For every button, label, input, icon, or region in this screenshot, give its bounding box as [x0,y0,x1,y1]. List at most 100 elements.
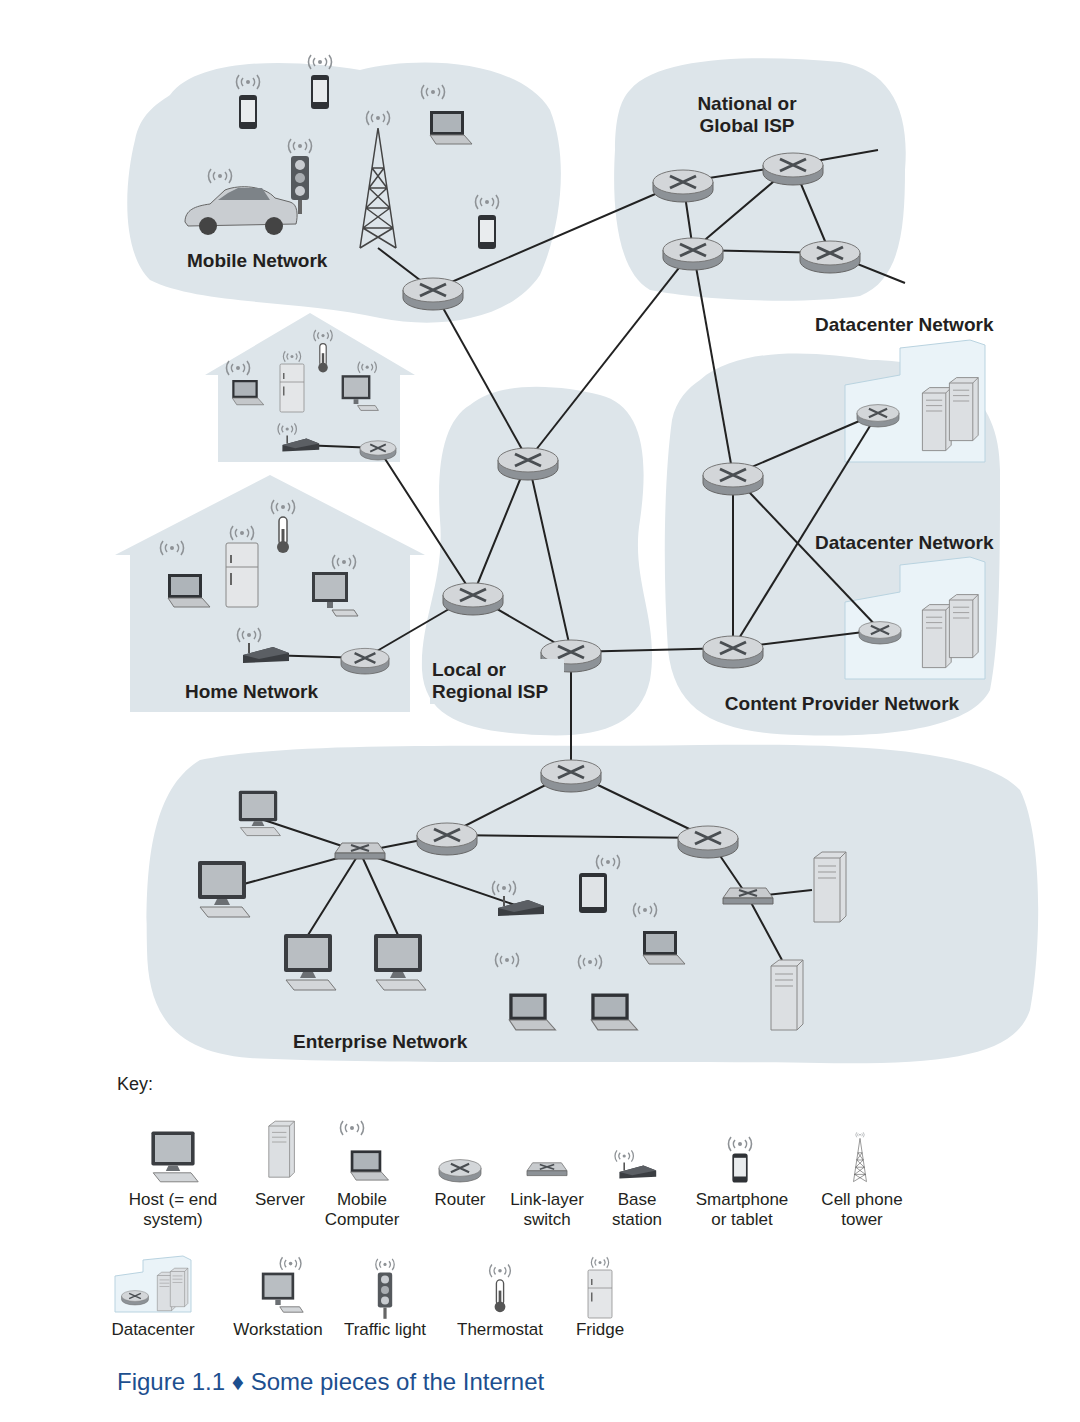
region-shape [127,63,561,323]
laptop-icon [430,111,472,144]
router-icon [341,648,389,674]
legend-text: Base station [604,1190,670,1229]
laptop-icon [591,994,637,1030]
label-holder: Key: [117,1074,153,1095]
router-icon [678,826,738,858]
region-outline [130,55,560,330]
network-label: Mobile Network [185,250,329,272]
network-link [733,413,878,648]
figure-caption: Figure 1.1 ♦ Some pieces of the Internet [117,1368,544,1396]
router-icon [417,823,477,855]
legend-text: Thermostat [457,1320,543,1340]
laptop-icon [168,574,210,607]
wireless-icon [495,953,518,967]
base-station-icon [615,1150,656,1178]
host-icon [374,934,426,990]
network-link [570,652,572,772]
network-link [733,475,880,630]
region-shape [845,557,985,679]
host-icon [284,934,336,990]
network-label: Content Provider Network [723,693,961,715]
datacenter-box: Datacenter Network [805,302,1022,467]
wireless-icon [308,55,331,69]
fridge-icon [226,526,258,607]
router-icon [663,238,723,270]
base-station-icon [237,628,289,663]
network-link [693,250,733,475]
legend-text: Link-layer switch [500,1190,595,1229]
tablet-icon [579,873,607,913]
host-icon [198,861,250,917]
traffic-light-icon [376,1259,394,1319]
network-link [433,182,683,290]
router-icon [859,622,901,644]
region-shape [422,387,652,736]
label-holder: Enterprise Network [291,1031,506,1053]
legend-item: Fridge [565,1320,635,1340]
switch-icon [527,1163,567,1176]
legend-text: Server [255,1190,305,1210]
smartphone-icon [311,75,329,109]
region-outline [143,738,1048,1068]
smartphone-icon [478,215,496,249]
legend-text: Traffic light [344,1320,426,1340]
wireless-icon [236,75,259,89]
host-icon [239,791,281,836]
legend-text: Router [434,1190,485,1210]
workstation-icon [312,555,358,616]
wireless-icon [421,85,444,99]
wireless-icon [728,1137,751,1151]
server-icon [949,595,978,658]
laptop-icon [351,1150,389,1180]
network-link [365,595,473,658]
wireless-icon [633,903,656,917]
smartphone-icon [732,1154,747,1183]
router-icon [541,640,601,672]
network-region: Datacenter NetworkDatacenter NetworkCont… [662,340,1022,740]
label-holder: Local or Regional ISP [430,659,564,704]
legend-text: Fridge [576,1320,624,1340]
router-icon [800,241,860,273]
legend-item: Smartphone or tablet [692,1190,792,1229]
router-icon [439,1160,481,1182]
region-shape [115,475,425,712]
label-holder: Content Provider Network [702,693,982,715]
router-icon [443,583,503,615]
network-region: Enterprise Network [143,738,1048,1068]
router-icon [703,636,763,668]
legend-text: Smartphone or tablet [692,1190,792,1229]
network-link [733,630,880,648]
legend-item: Workstation [226,1320,331,1340]
router-icon [763,153,823,185]
region-outline [113,470,428,715]
network-link [528,250,693,460]
router-icon [857,405,899,427]
wireless-icon [160,541,183,555]
network-link [222,150,905,960]
base-station-icon [278,423,319,451]
datacenter-box: Datacenter Network [805,520,1022,685]
legend-item: Host (= end system) [114,1190,232,1229]
fridge-icon [588,1257,612,1318]
legend-item: Server [245,1190,315,1210]
network-region: Home Network [113,470,428,715]
wireless-icon [340,1121,363,1135]
label-holder: Home Network [183,681,363,703]
legend-item: Link-layer switch [500,1190,595,1229]
key-heading: Key: [117,1074,153,1095]
wireless-icon [578,955,601,969]
thermostat-icon [314,330,332,372]
server-icon [949,378,978,441]
router-icon [403,278,463,310]
server-icon [922,605,951,668]
network-link [733,413,878,475]
network-region: National or Global ISP [610,55,910,305]
router-icon [703,463,763,495]
cell-tower-icon [854,1132,867,1181]
legend-item: Thermostat [453,1320,548,1340]
thermostat-icon [271,500,294,553]
laptop-icon [643,931,685,964]
legend-item: Datacenter [103,1320,203,1340]
network-link [571,648,733,652]
region-shape [614,58,906,300]
